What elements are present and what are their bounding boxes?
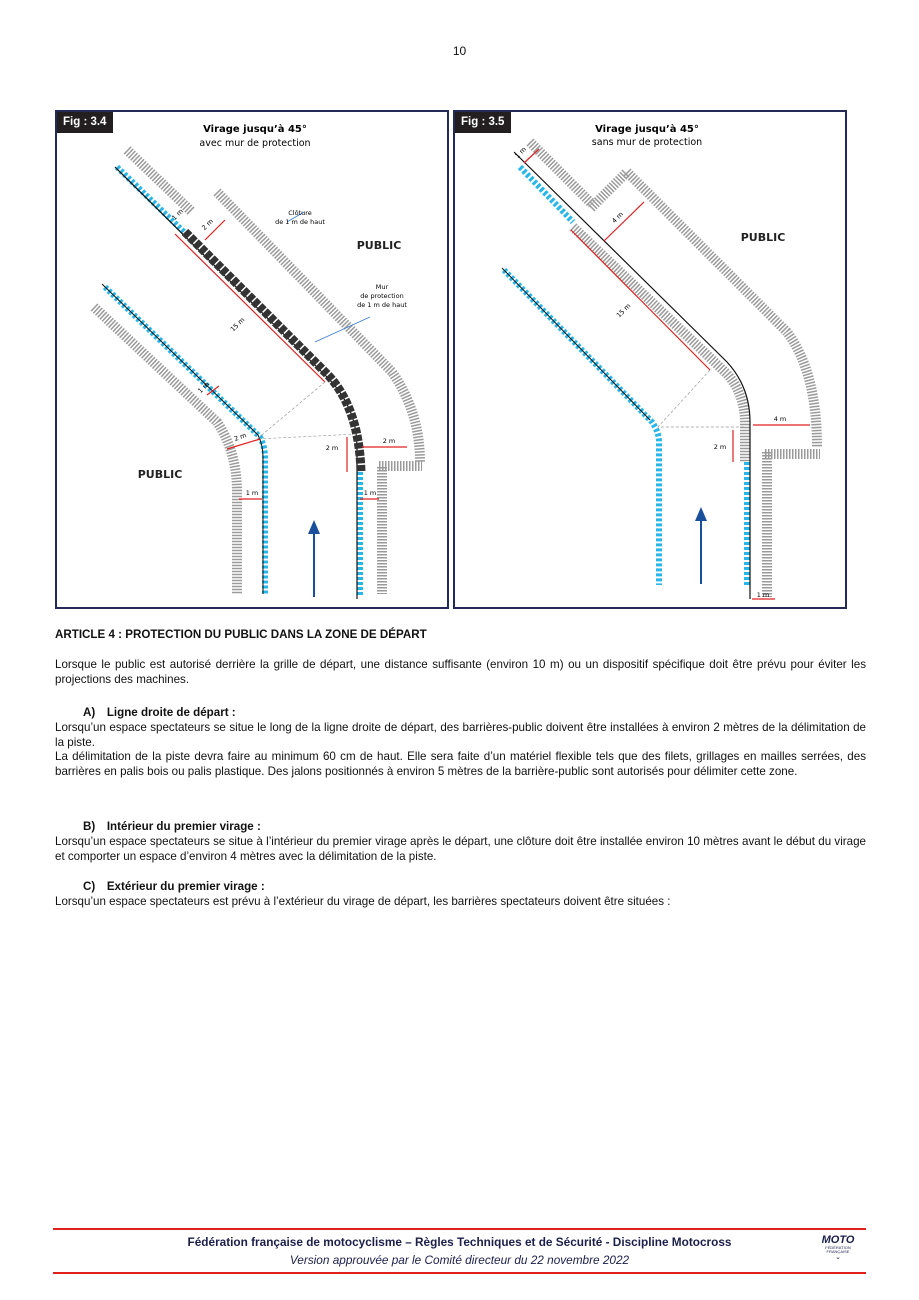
article-intro: Lorsque le public est autorisé derrière … bbox=[55, 658, 866, 686]
dim-label: 2 m bbox=[383, 437, 396, 445]
page-number: 10 bbox=[452, 44, 467, 58]
fence-outer-right bbox=[213, 188, 425, 463]
fence-left bbox=[90, 303, 242, 594]
dim-guide bbox=[255, 381, 358, 440]
figure-title: Virage jusqu’à 45° bbox=[595, 123, 699, 135]
cloture-label-2: de 1 m de haut bbox=[275, 218, 325, 226]
footer-title: Fédération française de motocyclisme – R… bbox=[187, 1235, 732, 1249]
fence-inner-hatch bbox=[526, 138, 596, 208]
callout-cloture bbox=[286, 211, 305, 223]
logo-subtext: FÉDÉRATION FRANÇAISE bbox=[825, 1245, 851, 1254]
public-label-right: PUBLIC bbox=[741, 231, 786, 244]
dim-15m-line bbox=[570, 229, 711, 371]
section-b-paragraph: Lorsqu’un espace spectateurs se situe à … bbox=[55, 835, 866, 863]
direction-arrow-head bbox=[695, 507, 707, 521]
track-edge-inner-blue bbox=[102, 284, 268, 594]
dim-label: 1 m bbox=[246, 489, 259, 497]
section-c-title: C) Extérieur du premier virage : bbox=[83, 880, 265, 893]
footer-divider-top bbox=[53, 1228, 866, 1230]
dim-label: 2 m bbox=[714, 443, 727, 451]
callout-mur bbox=[314, 316, 371, 343]
dim-label: 1 m bbox=[364, 489, 377, 497]
figure-3-4: Virage jusqu’à 45° avec mur de protectio… bbox=[55, 110, 449, 609]
dim-2m-top bbox=[204, 219, 226, 241]
section-a-paragraph: La délimitation de la piste devra faire … bbox=[55, 750, 866, 778]
dim-15m-line bbox=[174, 233, 326, 383]
figure-3-4-diagram: Virage jusqu’à 45° avec mur de protectio… bbox=[90, 123, 425, 599]
section-b-title: B) Intérieur du premier virage : bbox=[83, 820, 261, 833]
section-a-paragraph: Lorsqu’un espace spectateurs se situe le… bbox=[55, 721, 866, 749]
dim-label: 2 m bbox=[200, 217, 215, 232]
mur-label: Mur bbox=[376, 283, 389, 291]
track-edge-outer-line bbox=[114, 166, 358, 599]
dim-15m-label: 15 m bbox=[615, 302, 632, 319]
public-label-left: PUBLIC bbox=[138, 468, 183, 481]
figure-subtitle: avec mur de protection bbox=[199, 138, 310, 149]
logo-chevron-icon: ⌄ bbox=[835, 1254, 841, 1261]
track-edge-inner-line bbox=[501, 267, 651, 421]
cloture-label: Clôture bbox=[288, 209, 312, 217]
mur-label-2: de protection bbox=[360, 292, 403, 300]
dim-label: 2 m bbox=[233, 431, 248, 443]
figure-title: Virage jusqu’à 45° bbox=[203, 123, 307, 135]
figure-3-5: Virage jusqu’à 45° sans mur de protectio… bbox=[453, 110, 847, 609]
dim-15m-label: 15 m bbox=[229, 316, 246, 333]
footer-version: Version approuvée par le Comité directeu… bbox=[289, 1253, 630, 1267]
dim-label: 4 m bbox=[774, 415, 787, 423]
dim-1m-top bbox=[523, 148, 540, 164]
figure-3-5-diagram: Virage jusqu’à 45° sans mur de protectio… bbox=[501, 123, 822, 600]
fence-top-left bbox=[123, 146, 196, 216]
fence-outer bbox=[623, 168, 822, 448]
public-label-right: PUBLIC bbox=[357, 239, 402, 252]
direction-arrow-head bbox=[308, 520, 320, 534]
tire-wall bbox=[181, 228, 366, 473]
dim-label: 1 m bbox=[513, 145, 528, 160]
fence-diagonal-small bbox=[587, 168, 631, 212]
track-edge-inner-line bbox=[101, 283, 264, 594]
dim-label: 1 m bbox=[757, 591, 770, 599]
track-edge-outer-blue bbox=[517, 164, 576, 225]
logo-text: MOTO bbox=[821, 1234, 855, 1246]
article-heading: ARTICLE 4 : PROTECTION DU PUBLIC DANS LA… bbox=[55, 628, 427, 641]
track-edge-outer-blue bbox=[114, 164, 190, 238]
ffm-logo: MOTO FÉDÉRATION FRANÇAISE ⌄ bbox=[818, 1234, 858, 1268]
dim-guide bbox=[657, 369, 745, 428]
section-a-title: A) Ligne droite de départ : bbox=[83, 706, 236, 719]
figure-subtitle: sans mur de protection bbox=[592, 137, 702, 148]
dim-label: 1 m bbox=[196, 380, 211, 395]
footer-divider-bottom bbox=[53, 1272, 866, 1274]
section-c-paragraph: Lorsqu’un espace spectateurs est prévu à… bbox=[55, 895, 671, 908]
track-edge-inner-blue bbox=[501, 267, 662, 585]
dim-4m-top bbox=[603, 201, 645, 242]
dim-label: 2 m bbox=[326, 444, 339, 452]
mur-label-3: de 1 m de haut bbox=[357, 301, 407, 309]
figure-label: Fig : 3.5 bbox=[455, 112, 512, 133]
dim-2m-left bbox=[226, 438, 261, 450]
fence-along-track bbox=[569, 223, 750, 462]
dim-1m-left bbox=[206, 385, 220, 396]
track-edge-outer-line bbox=[513, 151, 751, 599]
figure-label: Fig : 3.4 bbox=[57, 112, 114, 133]
